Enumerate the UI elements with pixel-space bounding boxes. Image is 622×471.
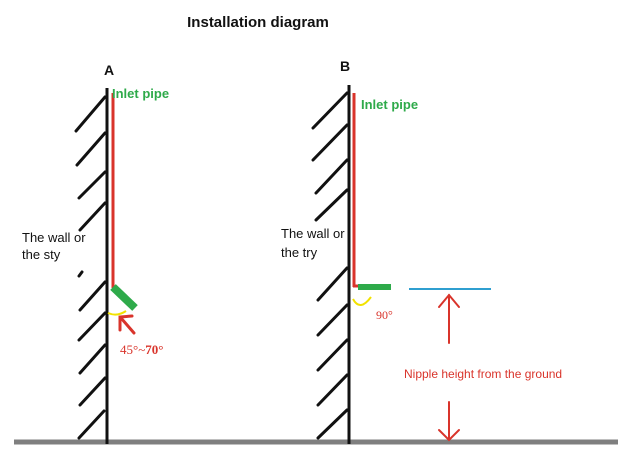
diagram-b: B Inlet pipe The wall or the try 90° (281, 58, 418, 444)
diagram-a: A (22, 62, 169, 444)
angle-label-b: 90° (376, 308, 393, 322)
wall-label-a-line2: the sty (22, 247, 61, 262)
nipple-height-indicator: Nipple height from the ground (404, 288, 562, 442)
wall-b-hatching (311, 91, 349, 440)
angle-arrow-a (118, 314, 136, 335)
down-arrow (438, 401, 460, 442)
wall-label-a-line1: The wall or (22, 230, 86, 245)
diagram-a-label: A (104, 62, 114, 78)
angle-arc-b (352, 296, 372, 306)
diagram-b-label: B (340, 58, 350, 74)
diagram-title: Installation diagram (187, 14, 329, 31)
wall-a-hatching (74, 95, 107, 440)
inlet-label-a: Inlet pipe (112, 86, 169, 101)
inlet-label-b: Inlet pipe (361, 97, 418, 112)
angle-range-label-a: 45°~70° (120, 342, 163, 357)
wall-label-b-line1: The wall or (281, 226, 345, 241)
nipple-height-label: Nipple height from the ground (404, 367, 562, 381)
angle-arc-a (107, 310, 127, 316)
up-arrow (438, 293, 460, 344)
wall-label-b-line2: the try (281, 245, 318, 260)
nozzle-a (110, 284, 138, 311)
